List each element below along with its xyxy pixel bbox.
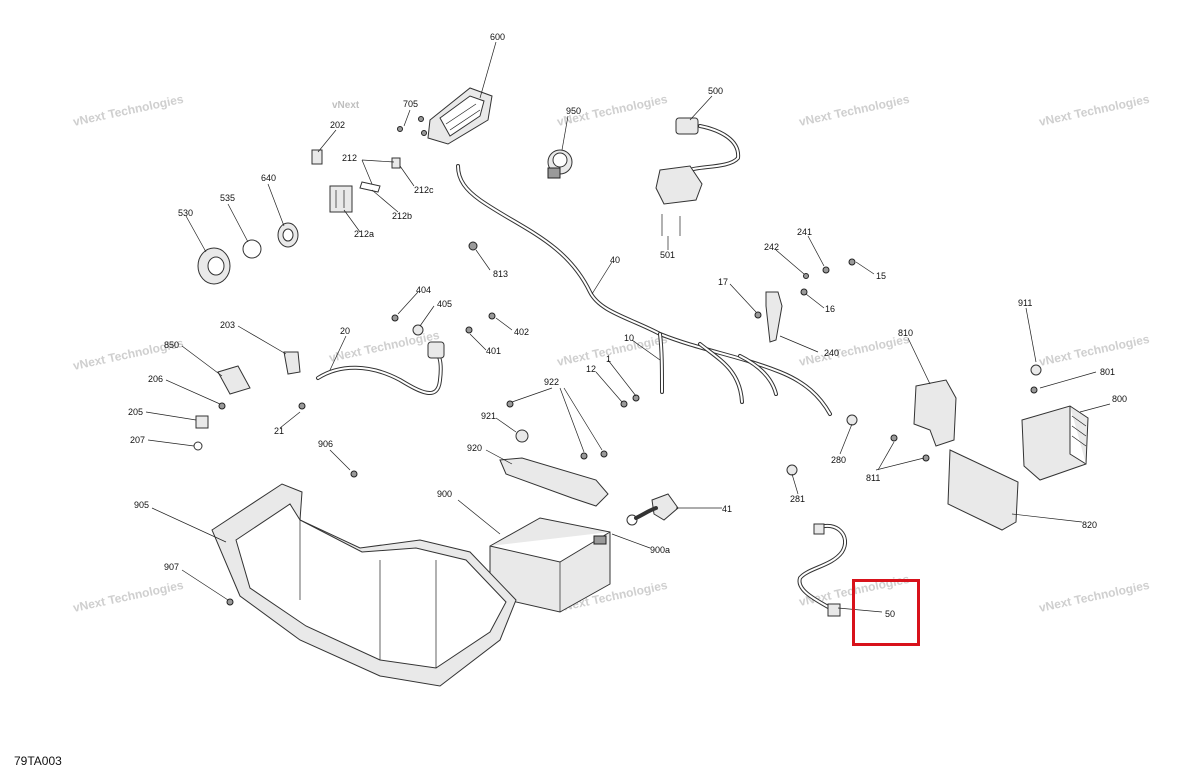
callout-811: 811 (866, 473, 880, 483)
battery-tray-905 (211, 483, 517, 687)
leader-lines (145, 41, 1111, 613)
callout-500: 500 (708, 86, 723, 96)
callout-212: 212 (342, 153, 357, 163)
callout-800: 800 (1112, 394, 1127, 404)
grommet-280 (846, 414, 858, 426)
callout-281: 281 (790, 494, 805, 504)
callout-850: 850 (164, 340, 179, 350)
callout-640: 640 (261, 173, 276, 183)
bracket-810 (913, 379, 957, 447)
sensor-500 (655, 117, 741, 236)
callout-906: 906 (318, 439, 333, 449)
module-800 (1021, 405, 1089, 481)
hardware-92x (506, 394, 640, 460)
callout-10: 10 (624, 333, 634, 343)
callout-921: 921 (481, 411, 496, 421)
callout-405: 405 (437, 299, 452, 309)
parts-530-535-640 (197, 222, 299, 285)
callout-202: 202 (330, 120, 345, 130)
callout-212a: 212a (354, 229, 374, 239)
callout-20: 20 (340, 326, 350, 336)
terminal-41 (626, 493, 679, 526)
grommet-281 (786, 464, 798, 476)
callout-810: 810 (898, 328, 913, 338)
sensor-harness-50 (797, 523, 847, 617)
reference-code: 79TA003 (14, 754, 62, 768)
callout-21: 21 (274, 426, 284, 436)
callout-212c: 212c (414, 185, 434, 195)
callout-705: 705 (403, 99, 418, 109)
connector-203 (283, 351, 301, 375)
callout-17: 17 (718, 277, 728, 287)
callout-15: 15 (876, 271, 886, 281)
callout-40: 40 (610, 255, 620, 265)
watermark: vNext Technologies (72, 92, 185, 129)
callout-12: 12 (586, 364, 596, 374)
callout-41: 41 (722, 504, 732, 514)
watermark: vNext Technologies (1038, 332, 1151, 369)
callout-820: 820 (1082, 520, 1097, 530)
callout-950: 950 (566, 106, 581, 116)
callout-206: 206 (148, 374, 163, 384)
callout-813: 813 (493, 269, 508, 279)
screw-906 (350, 470, 358, 478)
callout-900: 900 (437, 489, 452, 499)
bracket-240 (754, 258, 856, 343)
battery-bracket-920 (499, 457, 609, 507)
callout-labels: 600 500 705 950 202 212 212c 212b 212a 6… (128, 32, 1127, 619)
callout-404: 404 (416, 285, 431, 295)
main-harness-40 (456, 164, 832, 416)
hardware-40x (391, 312, 496, 336)
callout-501: 501 (660, 250, 675, 260)
callout-205: 205 (128, 407, 143, 417)
watermark: vNext Technologies (72, 578, 185, 615)
callout-530: 530 (178, 208, 193, 218)
callout-50: 50 (885, 609, 895, 619)
bolt-813 (468, 241, 478, 251)
callout-242: 242 (764, 242, 779, 252)
callout-203: 203 (220, 320, 235, 330)
screws-705 (397, 116, 427, 136)
callout-401: 401 (486, 346, 501, 356)
parts-205-207 (193, 365, 251, 451)
callout-402: 402 (514, 327, 529, 337)
callout-922: 922 (544, 377, 559, 387)
watermark-line1: vNext (332, 100, 360, 111)
callout-207: 207 (130, 435, 145, 445)
callout-1: 1 (606, 354, 611, 364)
nut-21 (298, 402, 306, 410)
plug-950 (547, 149, 573, 179)
parts (193, 87, 1089, 687)
callout-16: 16 (825, 304, 835, 314)
callout-907: 907 (164, 562, 179, 572)
battery-cable-20 (316, 341, 445, 395)
screw-907 (226, 598, 234, 606)
callout-535: 535 (220, 193, 235, 203)
connector-212 (329, 157, 401, 213)
callout-212b: 212b (392, 211, 412, 221)
callout-240: 240 (824, 348, 839, 358)
ecu-connector-600 (427, 87, 493, 145)
callout-280: 280 (831, 455, 846, 465)
plate-820 (947, 449, 1019, 531)
highlight-box-50[interactable] (852, 579, 920, 646)
callout-241: 241 (797, 227, 812, 237)
callout-920: 920 (467, 443, 482, 453)
callout-600: 600 (490, 32, 505, 42)
callout-911: 911 (1018, 298, 1032, 308)
fasteners-8xx (890, 364, 1042, 462)
callout-801: 801 (1100, 367, 1115, 377)
watermark: vNext Technologies (798, 92, 911, 129)
watermark: vNext Technologies (1038, 578, 1151, 615)
watermark: vNext Technologies (1038, 92, 1151, 129)
watermark: vNext Technologies (556, 332, 669, 369)
callout-905: 905 (134, 500, 149, 510)
callout-900a: 900a (650, 545, 670, 555)
connector-202 (311, 149, 323, 165)
